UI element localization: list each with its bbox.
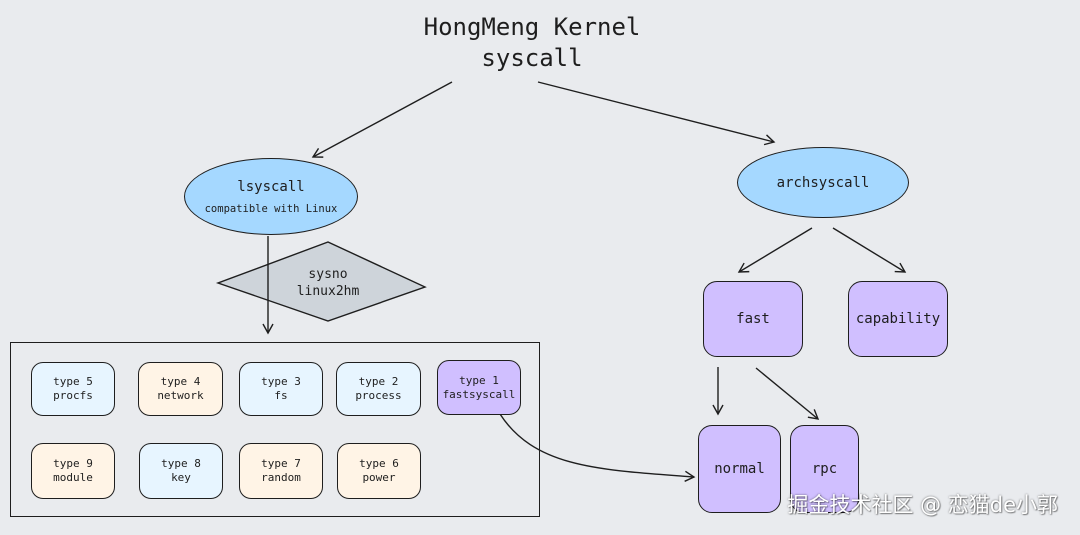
type-node-name: procfs: [53, 389, 93, 402]
type-node: type 4 network: [138, 362, 223, 416]
normal-label: normal: [714, 461, 765, 477]
fast-label: fast: [736, 311, 770, 327]
type-node-name: power: [362, 471, 396, 484]
type-node-name: process: [355, 389, 402, 402]
type-node-number: type 3: [261, 375, 301, 388]
type-node-name: fs: [274, 389, 288, 402]
type-node-name: random: [261, 471, 301, 484]
watermark-text: 掘金技术社区 @ 恋猫de小郭: [787, 493, 1058, 517]
type-node-number: type 2: [358, 375, 399, 388]
syscall-types-container: [10, 342, 540, 517]
normal-node: normal: [698, 425, 781, 513]
arrow-title-to-archsyscall: [537, 81, 776, 146]
type-node: type 8 key: [139, 443, 223, 499]
type-node-number: type 6: [359, 457, 399, 470]
type-node-name: key: [171, 471, 191, 484]
lsyscall-node: lsyscall compatible with Linux: [184, 158, 358, 235]
arrow-fast-to-rpc: [755, 367, 820, 420]
archsyscall-label: archsyscall: [776, 174, 870, 191]
type-node-name: module: [53, 471, 93, 484]
arrow-title-to-lsyscall: [311, 81, 453, 158]
fast-node: fast: [703, 281, 803, 357]
capability-label: capability: [855, 311, 941, 327]
type-node: type 7 random: [239, 443, 323, 499]
type-node-name: fastsyscall: [442, 387, 516, 401]
type-node-number: type 8: [161, 457, 201, 470]
type-node: type 9 module: [31, 443, 115, 499]
type-node-name: network: [157, 389, 204, 402]
type-node-number: type 9: [53, 457, 93, 470]
title-line-2: syscall: [481, 44, 583, 72]
sysno-diamond: [215, 241, 427, 322]
title-line-1: HongMeng Kernel: [423, 13, 641, 41]
capability-node: capability: [848, 281, 948, 357]
type-node: type 1 fastsyscall: [437, 360, 521, 415]
type-node-number: type 7: [261, 457, 301, 470]
arrow-archsyscall-to-capability: [832, 227, 907, 273]
lsyscall-sublabel: compatible with Linux: [204, 202, 338, 215]
sysno-line-1: sysno: [308, 267, 348, 282]
type-node-number: type 4: [160, 375, 201, 388]
type-node: type 3 fs: [239, 362, 323, 416]
type-node: type 2 process: [336, 362, 421, 416]
arrow-fastsyscall-to-normal: [499, 413, 696, 482]
lsyscall-label: lsyscall: [237, 178, 305, 195]
diagram-title: HongMeng Kernel syscall: [332, 12, 732, 74]
type-node-number: type 1: [459, 373, 499, 387]
rpc-label: rpc: [811, 461, 838, 477]
type-node-number: type 5: [53, 375, 93, 388]
type-node: type 6 power: [337, 443, 421, 499]
sysno-label: sysno linux2hm: [272, 266, 384, 300]
rpc-node: rpc: [790, 425, 859, 513]
archsyscall-node: archsyscall: [737, 147, 909, 218]
arrow-archsyscall-to-fast: [737, 227, 813, 273]
sysno-line-2: linux2hm: [296, 284, 360, 299]
type-node: type 5 procfs: [31, 362, 115, 416]
